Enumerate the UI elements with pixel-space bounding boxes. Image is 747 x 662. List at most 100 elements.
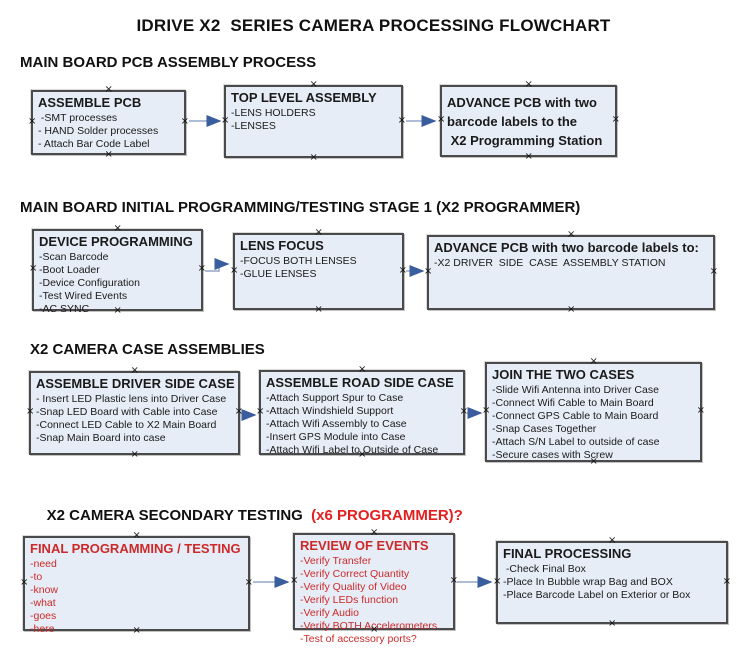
section-header-red-part: (x6 PROGRAMMER)? [311,507,463,524]
resize-handle-icon: × [449,574,458,586]
flow-box-join-the-two-cases: JOIN THE TWO CASES -Slide Wifi Antenna i… [482,357,705,467]
resize-handle-icon: × [611,114,620,125]
box-item: -X2 DRIVER SIDE CASE ASSEMBLY STATION [434,257,666,269]
box-item: -Check Final Box [503,563,586,575]
box-item: -Test of accessory ports? [300,633,417,645]
box-item: -Attach S/N Label to outside of case [492,436,660,448]
box-items: -Slide Wifi Antenna into Driver Case-Con… [492,384,695,462]
box-item: -to [30,571,43,583]
box-item: -AC SYNC [39,303,90,315]
box-item: -Snap Main Board into case [36,432,166,444]
flow-box-advance-pcb-case-station: ADVANCE PCB with two barcode labels to: … [424,230,718,315]
box-item: -Snap Cases Together [492,423,597,435]
box-item: -Verify BOTH Accelerometers [300,620,438,632]
resize-handle-icon: × [358,364,367,375]
resize-handle-icon: × [309,79,318,90]
resize-handle-icon: × [493,575,502,587]
box-item: -Connect Wifi Cable to Main Board [492,397,654,409]
resize-handle-icon: × [28,115,37,127]
resize-handle-icon: × [314,304,323,315]
flow-box-assemble-road-side-case: ASSEMBLE ROAD SIDE CASE -Attach Support … [256,365,468,460]
box-item: -goes [30,610,57,622]
box-title: DEVICE PROGRAMMING [39,234,193,249]
box-items: -Attach Support Spur to Case-Attach Wind… [266,392,458,457]
resize-handle-icon: × [26,406,35,417]
box-item: -Boot Loader [39,264,100,276]
resize-handle-icon: × [567,229,576,240]
flow-box-final-processing: FINAL PROCESSING -Check Final Box-Place … [493,536,731,629]
box-item: -Insert GPS Module into Case [266,431,406,443]
box-item: -Verify LEDs function [300,594,399,606]
box-item: -Place Barcode Label on Exterior or Box [503,589,691,601]
resize-handle-icon: × [696,405,705,416]
box-item: -Snap LED Board with Cable into Case [36,406,218,418]
resize-handle-icon: × [290,574,299,586]
box-title: REVIEW OF EVENTS [300,538,429,553]
resize-handle-icon: × [459,405,468,417]
resize-handle-icon: × [130,365,139,376]
box-items: -X2 DRIVER SIDE CASE ASSEMBLY STATION [434,257,708,270]
resize-handle-icon: × [424,265,433,277]
page-title: IDRIVE X2 SERIES CAMERA PROCESSING FLOWC… [136,16,611,35]
resize-handle-icon: × [113,223,122,234]
box-item: -Attach Windshield Support [266,405,394,417]
box-title: FINAL PROGRAMMING / TESTING [30,541,241,556]
box-item: -Connect LED Cable to X2 Main Board [36,419,217,431]
resize-handle-icon: × [608,618,617,629]
box-title: LENS FOCUS [240,238,324,253]
box-item: -here [30,623,55,635]
box-item: -Scan Barcode [39,251,109,263]
resize-handle-icon: × [589,356,598,367]
box-title: ASSEMBLE DRIVER SIDE CASE [36,376,235,391]
resize-handle-icon: × [709,265,718,277]
box-item: -LENS HOLDERS [231,107,316,119]
box-items: -FOCUS BOTH LENSES-GLUE LENSES [240,255,397,281]
resize-handle-icon: × [398,264,407,276]
box-items: -Verify Transfer-Verify Correct Quantity… [300,555,448,646]
resize-handle-icon: × [29,263,38,274]
box-title: ADVANCE PCB with two barcode labels to t… [447,95,603,148]
box-title: ASSEMBLE ROAD SIDE CASE [266,375,454,390]
box-item: -SMT processes [38,112,118,124]
box-items: - Insert LED Plastic lens into Driver Ca… [36,393,233,445]
box-items: -need-to-know-what-goes-here [30,558,243,636]
box-item: -Device Configuration [39,277,140,289]
box-item: -LENSES [231,120,276,132]
resize-handle-icon: × [104,149,113,160]
box-item: -Slide Wifi Antenna into Driver Case [492,384,659,396]
box-item: -know [30,584,59,596]
resize-handle-icon: × [130,449,139,460]
flow-box-assemble-pcb: ASSEMBLE PCB -SMT processes- HAND Solder… [28,85,189,160]
box-item: - HAND Solder processes [38,125,159,137]
flow-box-lens-focus: LENS FOCUS -FOCUS BOTH LENSES-GLUE LENSE… [230,228,407,315]
box-item: - Attach Bar Code Label [38,138,150,150]
box-item: -Verify Quality of Video [300,581,407,593]
box-item: - Insert LED Plastic lens into Driver Ca… [36,393,227,405]
resize-handle-icon: × [104,84,113,95]
box-item: -Place In Bubble wrap Bag and BOX [503,576,673,588]
flow-box-final-programming-testing: FINAL PROGRAMMING / TESTING -need-to-kno… [20,531,253,636]
resize-handle-icon: × [524,79,533,90]
box-title: JOIN THE TWO CASES [492,367,635,382]
box-items: -Check Final Box-Place In Bubble wrap Ba… [503,563,721,602]
box-item: -Verify Audio [300,607,359,619]
box-title: FINAL PROCESSING [503,546,632,561]
section-header-pcb-assembly: MAIN BOARD PCB ASSEMBLY PROCESS [20,54,317,71]
resize-handle-icon: × [221,114,230,126]
box-item: -Attach Support Spur to Case [266,392,404,404]
flow-box-device-programming: DEVICE PROGRAMMING -Scan Barcode-Boot Lo… [29,224,206,316]
resize-handle-icon: × [397,114,406,126]
section-header-secondary-testing: X2 CAMERA SECONDARY TESTING (x6 PROGRAMM… [30,490,463,541]
box-item: -Attach Wifi Label to Outside of Case [266,444,439,456]
box-item: -Verify Transfer [300,555,372,567]
section-header-initial-programming: MAIN BOARD INITIAL PROGRAMMING/TESTING S… [20,199,581,216]
flow-box-top-level-assembly: TOP LEVEL ASSEMBLY -LENS HOLDERS-LENSES … [221,80,406,163]
box-title: TOP LEVEL ASSEMBLY [231,90,377,105]
resize-handle-icon: × [314,227,323,238]
box-item: -need [30,558,57,570]
resize-handle-icon: × [197,263,206,274]
resize-handle-icon: × [524,151,533,162]
box-item: -Secure cases with Screw [492,449,613,461]
box-item: -FOCUS BOTH LENSES [240,255,357,267]
resize-handle-icon: × [567,304,576,315]
